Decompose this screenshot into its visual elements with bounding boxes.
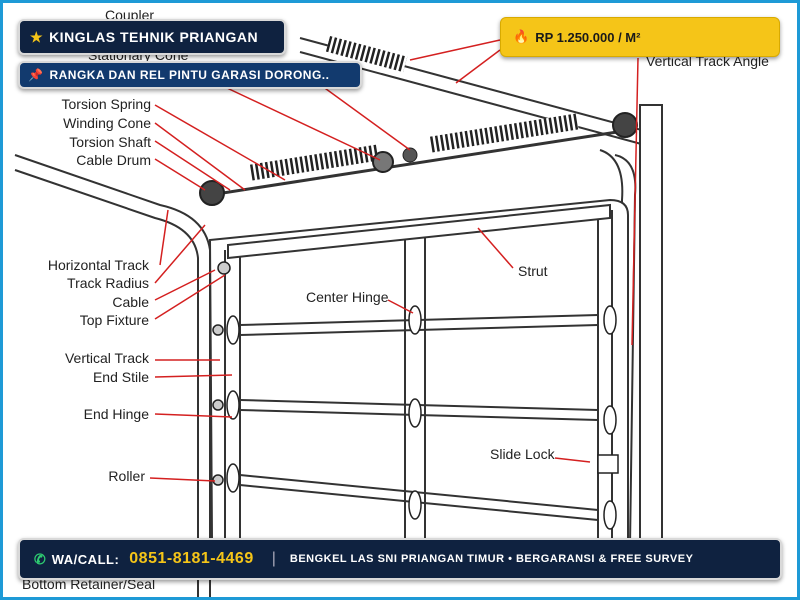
label-cable: Cable xyxy=(112,294,149,310)
center-hinge-2 xyxy=(408,398,422,428)
end-hinge-1 xyxy=(226,315,240,345)
cable-drum-right xyxy=(612,112,638,138)
phone-icon: ✆ xyxy=(34,550,46,567)
price-badge: 🔥 RP 1.250.000 / M² xyxy=(500,17,780,57)
slide-lock-part xyxy=(597,454,619,474)
roller xyxy=(212,324,224,336)
tagline: BENGKEL LAS SNI PRIANGAN TIMUR • BERGARA… xyxy=(289,553,694,565)
brand-badge: ★ KINGLAS TEHNIK PRIANGAN xyxy=(18,19,286,55)
end-hinge-2 xyxy=(226,390,240,420)
end-hinge-3 xyxy=(226,463,240,493)
label-track-radius: Track Radius xyxy=(67,275,149,291)
label-vertical-track: Vertical Track xyxy=(65,350,150,366)
end-hinge-r2 xyxy=(603,405,617,435)
label-torsion-spring: Torsion Spring xyxy=(62,96,152,112)
pin-icon: 📌 xyxy=(28,68,44,82)
torsion-spring-left xyxy=(248,144,379,181)
rollers xyxy=(212,261,231,486)
labels: Coupler Stationary Cone Torsion Spring W… xyxy=(22,7,769,592)
brand-name: KINGLAS TEHNIK PRIANGAN xyxy=(49,29,259,45)
vertical-track-right xyxy=(599,104,663,546)
phone-number[interactable]: 0851-8181-4469 xyxy=(129,550,254,567)
center-bracket xyxy=(402,147,418,163)
end-hinge-r3 xyxy=(603,500,617,530)
label-horizontal-track: Horizontal Track xyxy=(48,257,150,273)
hinges xyxy=(226,305,619,530)
roller xyxy=(217,261,231,275)
subtitle-text: RANGKA DAN REL PINTU GARASI DORONG.. xyxy=(49,68,330,82)
label-vertical-track-angle: Vertical Track Angle xyxy=(646,53,769,69)
leader-lines xyxy=(149,39,639,482)
center-hinge-3 xyxy=(408,490,422,520)
top-spring xyxy=(325,36,408,73)
label-winding-cone: Winding Cone xyxy=(63,115,151,131)
contact-footer: ✆ WA/CALL: 0851-8181-4469 | BENGKEL LAS … xyxy=(18,538,782,580)
label-roller: Roller xyxy=(108,468,145,484)
end-hinge-r1 xyxy=(603,305,617,335)
label-slide-lock: Slide Lock xyxy=(490,446,556,462)
label-strut: Strut xyxy=(518,263,548,279)
label-end-stile: End Stile xyxy=(93,369,149,385)
torsion-assembly xyxy=(199,36,638,206)
label-cable-drum: Cable Drum xyxy=(76,152,151,168)
label-bottom-retainer-seal: Bottom Retainer/Seal xyxy=(22,576,155,592)
center-hinge-1 xyxy=(408,305,422,335)
star-icon: ★ xyxy=(30,28,44,45)
subtitle-badge: 📌 RANGKA DAN REL PINTU GARASI DORONG.. xyxy=(18,61,362,89)
roller xyxy=(212,474,224,486)
roller xyxy=(212,399,224,411)
cable-drum-left xyxy=(199,180,225,206)
label-top-fixture: Top Fixture xyxy=(80,312,149,328)
flame-icon: 🔥 xyxy=(513,29,530,44)
separator: | xyxy=(271,550,276,567)
label-end-hinge: End Hinge xyxy=(84,406,150,422)
door-panel xyxy=(208,198,629,541)
winding-cone xyxy=(372,151,394,173)
label-torsion-shaft: Torsion Shaft xyxy=(69,134,151,150)
wa-call-label: WA/CALL: xyxy=(51,551,120,567)
label-center-hinge: Center Hinge xyxy=(306,289,389,305)
price-text: RP 1.250.000 / M² xyxy=(535,29,641,45)
torsion-spring-right xyxy=(427,113,579,153)
